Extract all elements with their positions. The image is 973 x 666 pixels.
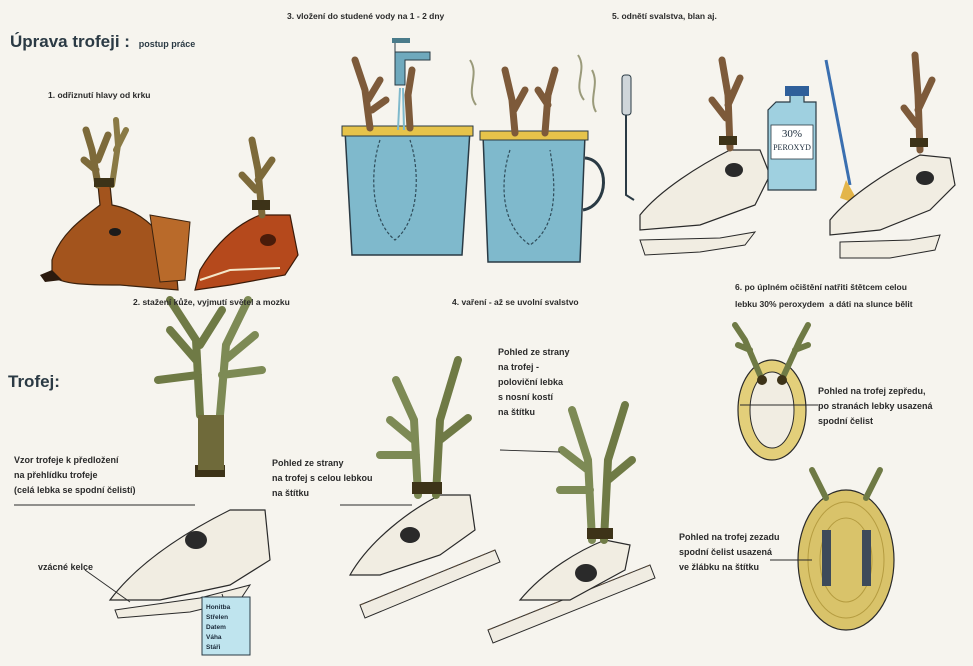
bleached-skull-illustration — [830, 55, 955, 258]
step-6-label: 6. po úplném očištění natřiti štětcem ce… — [735, 279, 913, 313]
brush-illustration — [826, 60, 860, 205]
tag-line: Datem — [206, 623, 230, 633]
caption-kelce: vzácné kelce — [38, 560, 93, 575]
page-subtitle: postup práce — [139, 39, 196, 49]
bottle-label-percent: 30% — [771, 128, 813, 141]
caption-side-full: Pohled ze strany na trofej s celou lebko… — [272, 456, 373, 501]
step-1-label: 1. odřiznutí hlavy od krku — [48, 90, 151, 100]
deer-head-illustration — [40, 120, 190, 290]
bottle-label-name: PEROXYD — [771, 141, 813, 154]
step-5-label: 5. odnětí svalstva, blan aj. — [612, 11, 717, 21]
step-4-label: 4. vaření - až se uvolní svalstvo — [452, 297, 579, 307]
tag-line: Váha — [206, 633, 230, 643]
bottle-label: 30% PEROXYD — [771, 128, 813, 154]
boiling-pot-illustration — [470, 55, 604, 262]
tag-line: Honitba — [206, 603, 230, 613]
caption-side-half: Pohled ze strany na trofej - poloviční l… — [498, 345, 570, 420]
skinned-head-illustration — [195, 140, 298, 290]
page-title: Úprava trofeji : postup práce — [10, 32, 195, 52]
soaking-pot-illustration — [342, 38, 473, 255]
trophy-back-view-illustration — [798, 470, 894, 630]
page-title-text: Úprava trofeji : — [10, 32, 130, 51]
trophy-front-view-illustration — [735, 325, 808, 460]
tag-line: Střelen — [206, 613, 230, 623]
caption-front-view: Pohled na trofej zepředu, po stranách le… — [818, 384, 933, 429]
trophy-tag-text: Honitba Střelen Datem Váha Stáři — [206, 603, 230, 653]
step-3-label: 3. vložení do studené vody na 1 - 2 dny — [287, 11, 444, 21]
trophy-side-half-illustration — [488, 405, 655, 643]
cleaned-skull-illustration — [622, 60, 770, 255]
caption-vzor: Vzor trofeje k předložení na přehlídku t… — [14, 453, 136, 498]
caption-back-view: Pohled na trofej zezadu spodní čelist us… — [679, 530, 780, 575]
trophy-heading: Trofej: — [8, 372, 60, 392]
tag-line: Stáři — [206, 643, 230, 653]
step-2-label: 2. stažení kůže, vyjmutí světel a mozku — [133, 297, 290, 307]
